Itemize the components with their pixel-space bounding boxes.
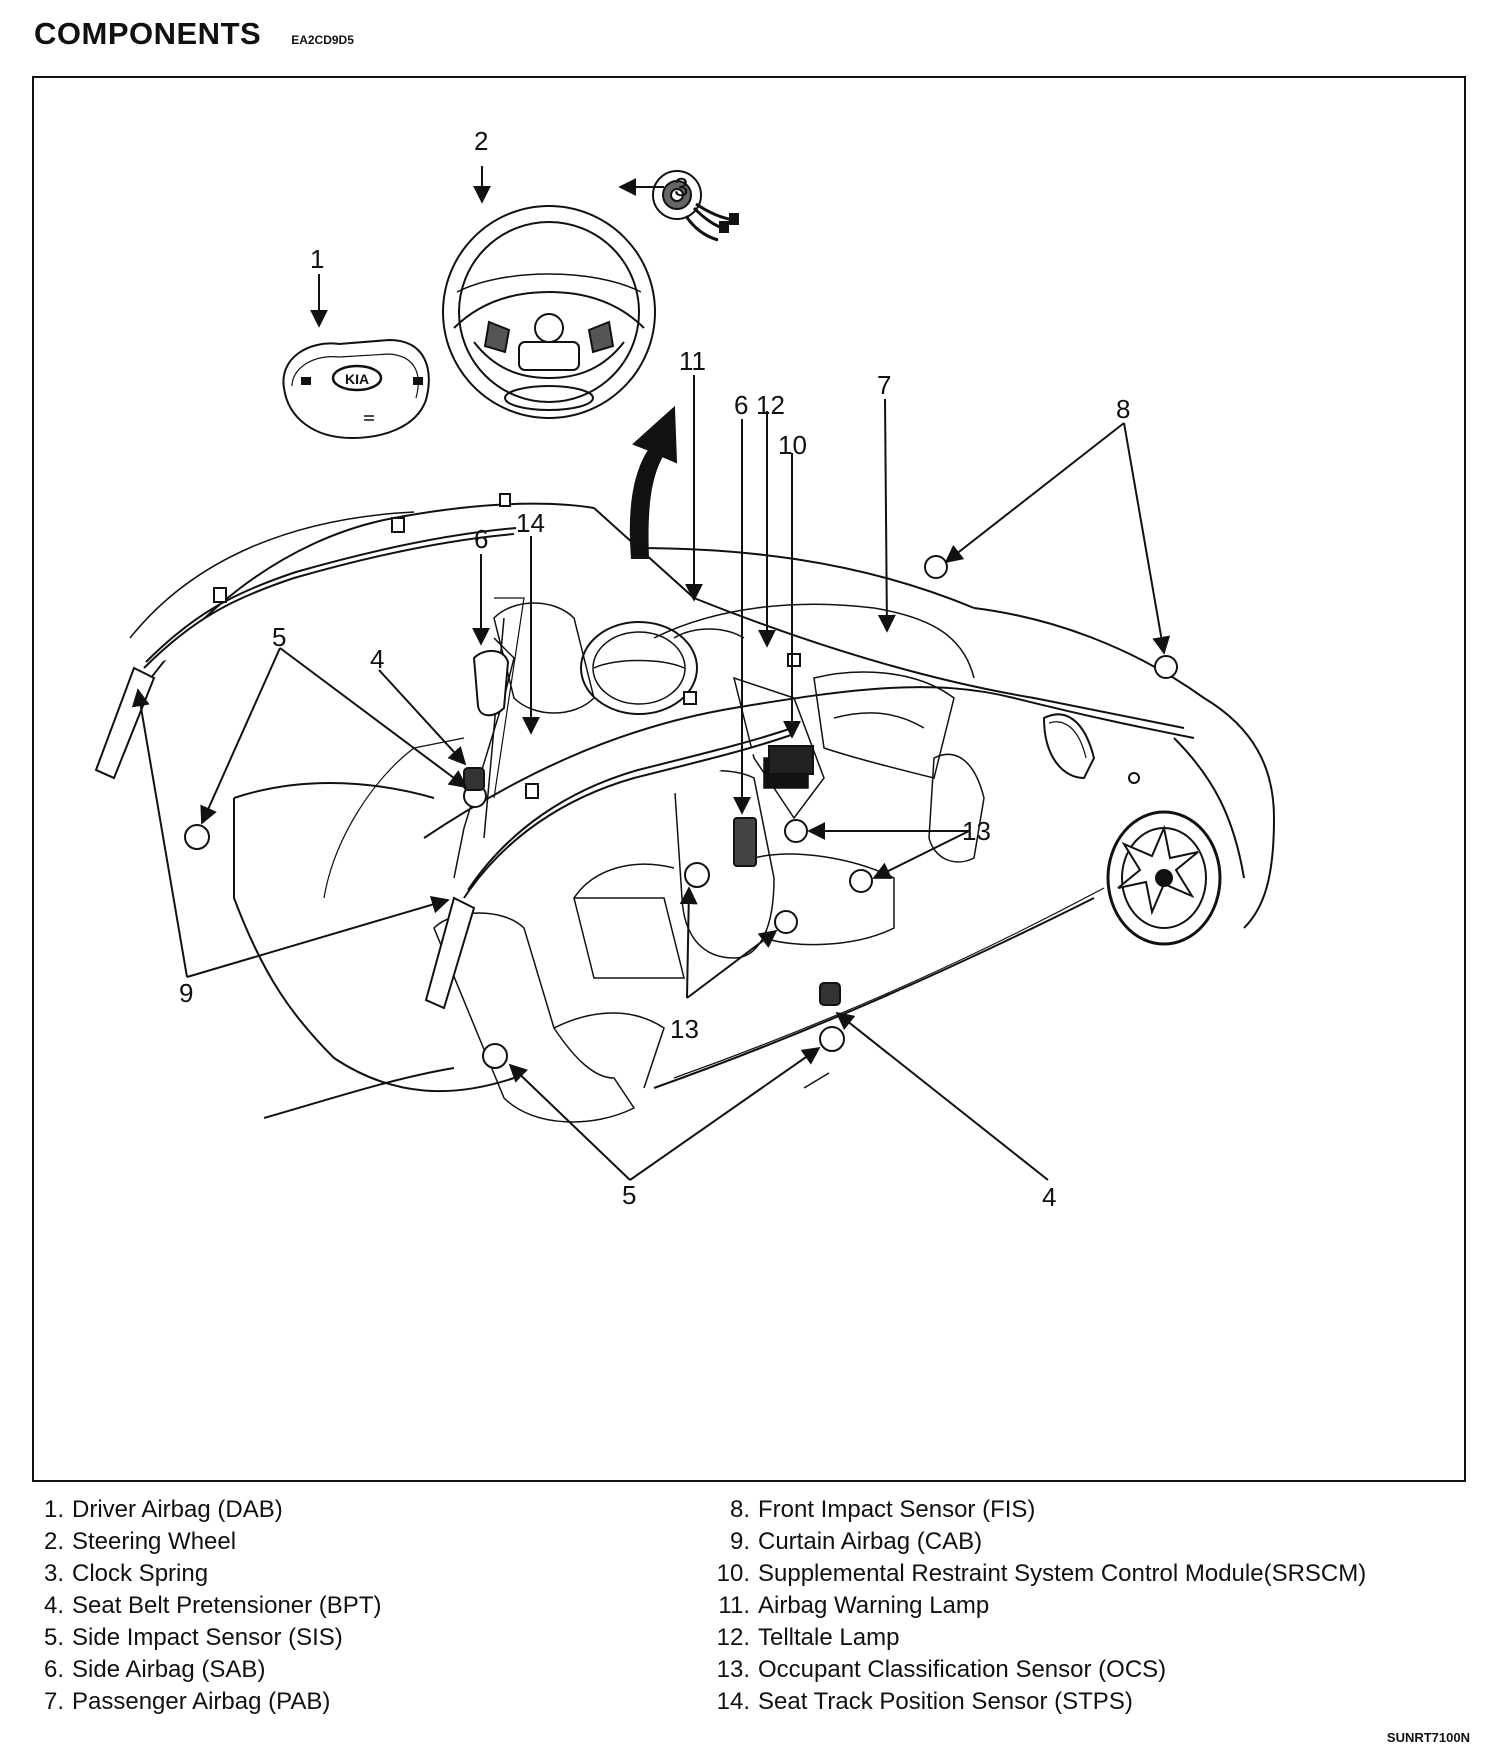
callout-5-top: 5 (272, 622, 286, 652)
callout-2: 2 (474, 126, 488, 156)
legend-item: 3. Clock Spring (34, 1558, 381, 1590)
legend-item: 10. Supplemental Restraint System Control… (700, 1558, 1367, 1590)
legend-label: Driver Airbag (DAB) (72, 1496, 283, 1523)
callout-3: 3 (674, 172, 688, 202)
legend-number: 3. (43, 1560, 64, 1587)
legend-number: 2. (43, 1528, 64, 1555)
callout-1: 1 (310, 244, 324, 274)
srscm-module-illustration (768, 745, 814, 775)
side-impact-sensor-rear-left (184, 824, 210, 850)
occupant-sensor-1 (784, 819, 808, 843)
legend-label: Passenger Airbag (PAB) (72, 1688, 331, 1715)
occupant-sensor-4 (774, 910, 798, 934)
legend-number: 9. (729, 1528, 750, 1555)
side-airbag-illustration (472, 650, 757, 867)
callout-7: 7 (877, 370, 891, 400)
legend-item: 13. Occupant Classification Sensor (OCS) (700, 1654, 1366, 1686)
callout-arrows (131, 166, 1171, 1181)
steering-wheel-illustration (442, 205, 656, 419)
legend-label: Supplemental Restraint System Control Mo… (758, 1560, 1367, 1587)
legend-number: 8. (729, 1496, 750, 1523)
callout-12: 12 (756, 390, 785, 420)
callout-6-right: 6 (734, 390, 748, 420)
callout-4-right: 4 (1042, 1182, 1056, 1212)
page-title: COMPONENTS (34, 16, 262, 51)
sensor-markers (184, 555, 1178, 1069)
legend-number: 7. (43, 1688, 64, 1715)
legend-item: 11. Airbag Warning Lamp (700, 1590, 1366, 1622)
callout-labels: 1 2 3 4 4 5 5 6 6 7 8 9 10 11 12 13 13 1… (179, 126, 1130, 1212)
callout-8: 8 (1116, 394, 1130, 424)
legend-label: Front Impact Sensor (FIS) (758, 1496, 1036, 1523)
legend-label: Seat Belt Pretensioner (BPT) (72, 1592, 382, 1619)
callout-4-left: 4 (370, 644, 384, 674)
side-impact-sensor-rear-right (482, 1043, 508, 1069)
callout-13-bottom: 13 (670, 1014, 699, 1044)
front-impact-sensor-left (924, 555, 948, 579)
legend-number: 1. (43, 1496, 64, 1523)
legend-right: 8. Front Impact Sensor (FIS) 9. Curtain Ai… (700, 1494, 1367, 1718)
legend-label: Clock Spring (72, 1560, 209, 1587)
clock-spring-illustration (652, 170, 739, 242)
callout-6-left: 6 (474, 524, 488, 554)
callout-11: 11 (679, 346, 706, 376)
legend-number: 12. (716, 1624, 750, 1651)
pretensioner-illustration (463, 767, 841, 1006)
callout-5-bottom: 5 (622, 1180, 636, 1210)
callout-13-right: 13 (962, 816, 991, 846)
legend-label: Steering Wheel (72, 1528, 237, 1555)
legend-item: 5. Side Impact Sensor (SIS) (34, 1622, 381, 1654)
legend-number: 4. (43, 1592, 64, 1619)
legend-number: 5. (43, 1624, 64, 1651)
legend-number: 13. (716, 1656, 750, 1683)
legend-number: 14. (716, 1688, 750, 1715)
legend-item: 6. Side Airbag (SAB) (34, 1654, 381, 1686)
legend-label: Telltale Lamp (758, 1624, 900, 1651)
legend-item: 14. Seat Track Position Sensor (STPS) (700, 1686, 1366, 1718)
occupant-sensor-3 (684, 862, 710, 888)
legend-item: 9. Curtain Airbag (CAB) (700, 1526, 1366, 1558)
legend-number: 10. (716, 1560, 750, 1587)
document-code: EA2CD9D5 (291, 33, 354, 47)
occupant-sensor-2 (849, 869, 873, 893)
legend-item: 2. Steering Wheel (34, 1526, 381, 1558)
front-impact-sensor-right (1154, 655, 1178, 679)
kia-logo: KIA (345, 371, 369, 387)
legend-item: 8. Front Impact Sensor (FIS) (700, 1494, 1366, 1526)
legend-label: Airbag Warning Lamp (758, 1592, 990, 1619)
header: COMPONENTS EA2CD9D5 (34, 16, 354, 56)
legend-item: 1. Driver Airbag (DAB) (34, 1494, 381, 1526)
legend-label: Side Airbag (SAB) (72, 1656, 266, 1683)
legend-left: 1. Driver Airbag (DAB) 2. Steering Wheel 3… (34, 1494, 381, 1718)
callout-plain-lines (803, 1072, 830, 1089)
legend-item: 4. Seat Belt Pretensioner (BPT) (34, 1590, 381, 1622)
driver-airbag-illustration: KIA (282, 338, 430, 440)
legend-label: Side Impact Sensor (SIS) (72, 1624, 343, 1651)
components-diagram: KIA (32, 76, 1466, 1482)
steering-wheel-callout-arrow (629, 405, 678, 559)
legend-label: Seat Track Position Sensor (STPS) (758, 1688, 1133, 1715)
diagram-canvas: KIA (94, 126, 1275, 1212)
callout-9: 9 (179, 978, 193, 1008)
legend-number: 11. (718, 1592, 750, 1619)
legend-label: Curtain Airbag (CAB) (758, 1528, 983, 1555)
callout-14: 14 (516, 508, 545, 538)
legend-item: 7. Passenger Airbag (PAB) (34, 1686, 381, 1718)
side-impact-sensor-b-pillar-right (819, 1026, 845, 1052)
legend-item: 12. Telltale Lamp (700, 1622, 1366, 1654)
legend-label: Occupant Classification Sensor (OCS) (758, 1656, 1167, 1683)
legend-number: 6. (43, 1656, 64, 1683)
callout-10: 10 (778, 430, 807, 460)
image-code: SUNRT7100N (1386, 1730, 1470, 1745)
